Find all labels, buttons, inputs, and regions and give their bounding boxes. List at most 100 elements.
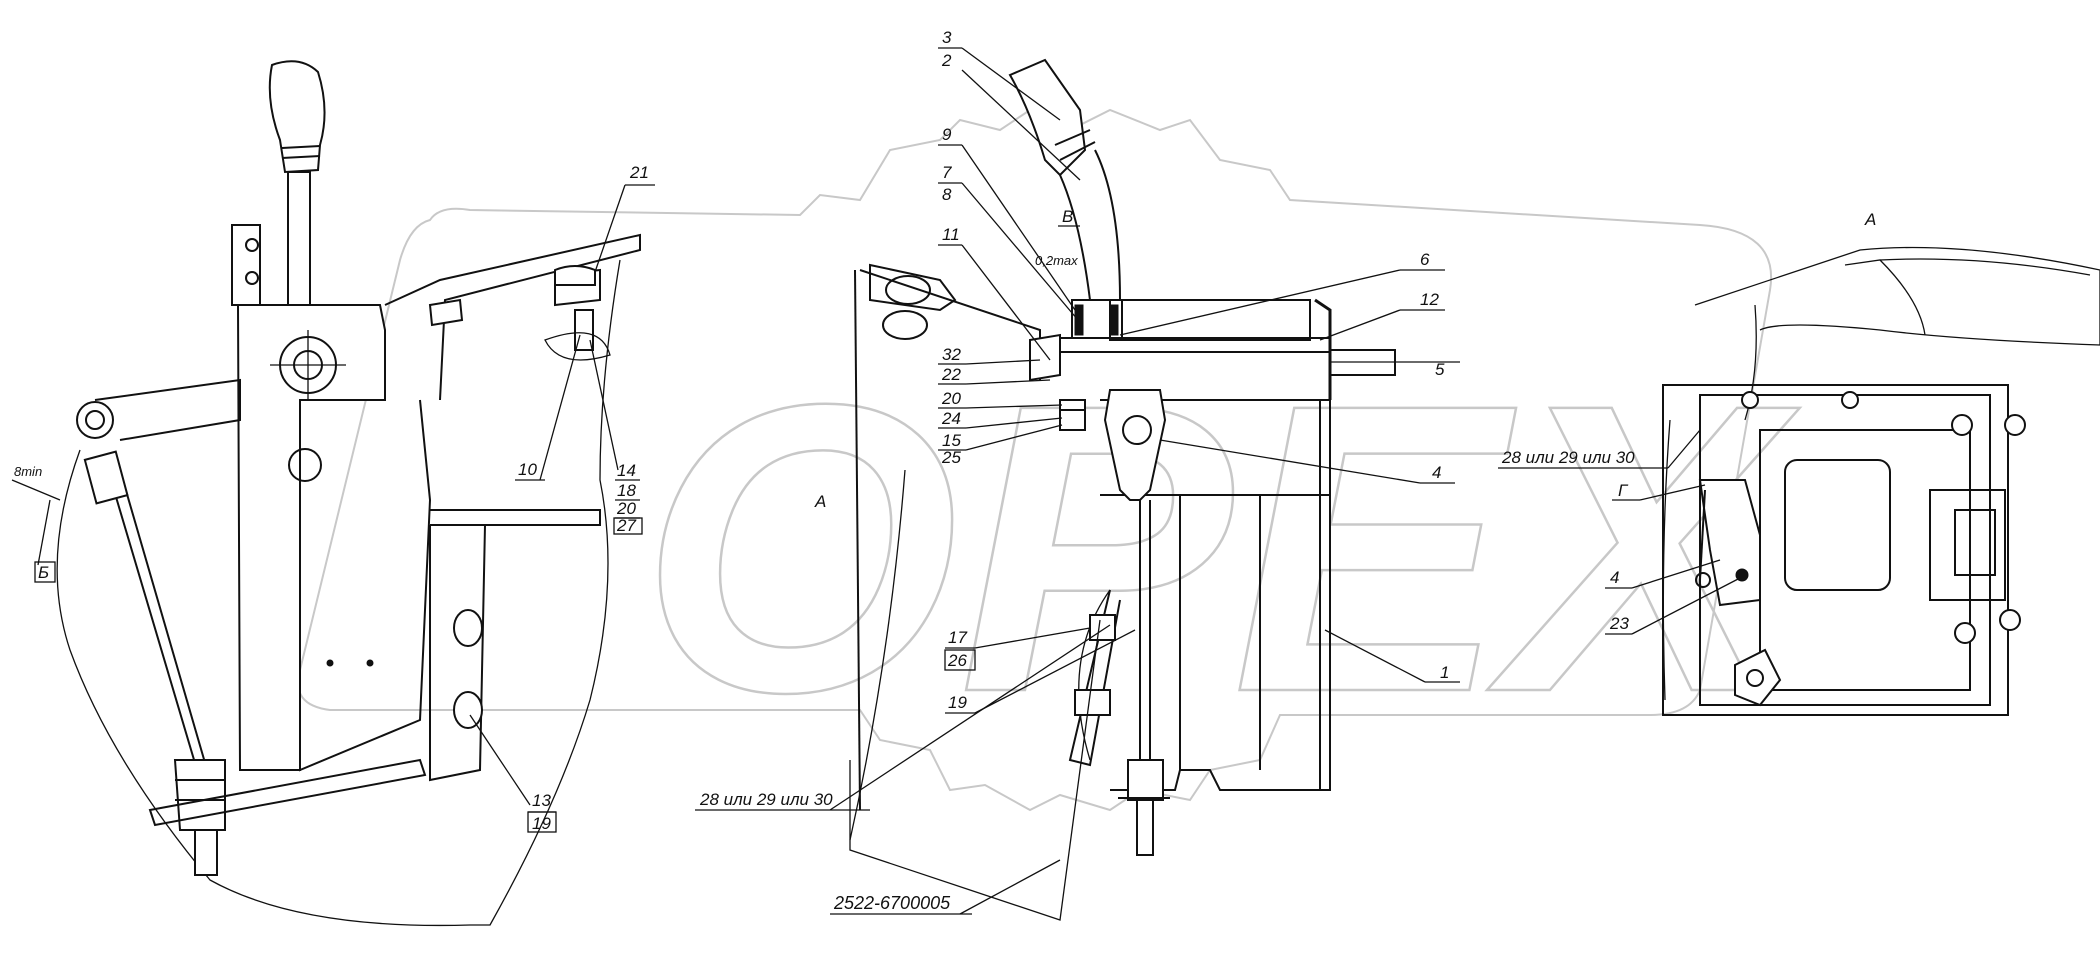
leader-22	[965, 379, 1051, 385]
link-rod-b	[119, 469, 211, 781]
callout-17: 17	[948, 628, 967, 647]
leader-1	[1324, 629, 1426, 683]
callout-28-right: 28 или 29 или 30	[1501, 448, 1635, 467]
leader-2	[961, 69, 1081, 181]
top-bolt-cavity	[544, 332, 611, 361]
side-rail	[430, 509, 601, 526]
center-housing	[1100, 399, 1331, 791]
callout-13: 13	[532, 791, 551, 810]
center-left-edge	[854, 269, 861, 811]
leader-13	[469, 714, 531, 806]
box-B	[34, 561, 56, 583]
callout-8: 8	[942, 185, 952, 204]
leader-28-mid	[829, 624, 1111, 811]
callout-24: 24	[941, 409, 961, 428]
gear-lever-knob	[268, 60, 326, 174]
callout-12: 12	[1420, 290, 1439, 309]
top-bolt-left	[428, 298, 464, 327]
callout-32: 32	[942, 345, 961, 364]
callout-10: 10	[518, 460, 537, 479]
right-lever-eye	[1695, 572, 1711, 588]
square-block	[1029, 333, 1061, 382]
left-view-lever-assembly	[56, 60, 641, 927]
gb-bolt-3	[1954, 622, 1976, 644]
callout-A-mid: А	[814, 492, 826, 511]
pivot-lower	[288, 448, 322, 482]
leader-24	[965, 417, 1063, 429]
tab-hole-2	[245, 271, 259, 285]
arm-eye	[76, 401, 114, 439]
callout-8min: 8min	[14, 464, 42, 479]
gb-bolt-1	[1951, 414, 1973, 436]
leader-14	[589, 339, 619, 471]
rod-end	[83, 450, 129, 505]
center-lever-knob	[1008, 58, 1087, 177]
center-callouts: 3 2 9 7 8 В 0,2max 11 6 12 5 32 22 20 24	[695, 28, 1460, 915]
callout-19a: 19	[532, 814, 551, 833]
leader-part	[959, 859, 1061, 915]
knob-ring-1	[281, 145, 321, 149]
leader-12	[1319, 309, 1401, 341]
lever-arm	[94, 378, 241, 441]
leader-15	[965, 424, 1063, 451]
gb-bolt-5	[1741, 391, 1759, 409]
housing-inner	[299, 399, 432, 772]
rivet-2	[366, 659, 374, 667]
gb-mount-hole	[1746, 669, 1764, 687]
callout-20b: 20	[941, 389, 961, 408]
housing-right-wall	[1314, 298, 1332, 400]
gb-bolt-2	[2004, 414, 2026, 436]
center-rod-tail	[1136, 799, 1154, 856]
bolt-stack	[1059, 399, 1086, 431]
callout-26: 26	[947, 651, 967, 670]
callout-27: 27	[616, 516, 636, 535]
leader-11	[961, 244, 1051, 361]
socket-wall-r	[1109, 304, 1119, 336]
right-outline	[1662, 419, 1671, 701]
callout-4b: 4	[1610, 568, 1619, 587]
gearbox-flange	[1929, 489, 2006, 601]
rivet-1	[326, 659, 334, 667]
callout-18: 18	[617, 481, 636, 500]
leader-3	[961, 47, 1061, 121]
callout-5: 5	[1435, 360, 1445, 379]
cab-wire	[1744, 304, 1757, 421]
leader-21	[594, 184, 626, 273]
leader-G	[1639, 484, 1706, 501]
gearbox-body	[1662, 384, 2009, 716]
cab-detail-2	[1879, 258, 2091, 276]
callout-B-left: Б	[38, 563, 49, 582]
callout-part-number: 2522-6700005	[833, 893, 951, 913]
right-callouts: А 28 или 29 или 30 Г 4 23	[1498, 210, 1876, 635]
lower-angle-bracket	[1068, 589, 1121, 767]
leader-28-right	[1667, 429, 1701, 469]
socket-wall-l	[1074, 304, 1084, 336]
leader-17	[974, 627, 1091, 649]
center-view-section	[849, 58, 1396, 921]
side-channel	[429, 524, 486, 782]
callout-6: 6	[1420, 250, 1430, 269]
callout-3: 3	[942, 28, 952, 47]
gearbox-cover	[1784, 459, 1891, 591]
left-callouts: 21 10 14 18 20 27 13 19 8min Б	[11, 163, 655, 833]
callout-20a: 20	[616, 499, 636, 518]
right-view-A	[1662, 246, 2100, 716]
lever-band-2	[1059, 141, 1096, 161]
callout-2: 2	[941, 51, 952, 70]
callout-4a: 4	[1432, 463, 1441, 482]
callout-19b: 19	[948, 693, 967, 712]
callout-22: 22	[941, 365, 961, 384]
leader-9	[961, 144, 1076, 311]
watermark-logo: OPEX	[297, 108, 1802, 812]
left-view-outline	[56, 259, 621, 927]
gearbox-core	[1759, 429, 1971, 691]
cab-detail-1	[1844, 259, 1926, 336]
leader-10	[539, 334, 581, 481]
box-27	[613, 517, 643, 535]
leader-6	[1119, 269, 1401, 336]
callout-9: 9	[942, 125, 952, 144]
top-bolt-shank	[574, 309, 594, 351]
clevis-pin	[1122, 415, 1152, 445]
leader-7	[961, 182, 1079, 321]
center-outline-left	[849, 469, 906, 841]
